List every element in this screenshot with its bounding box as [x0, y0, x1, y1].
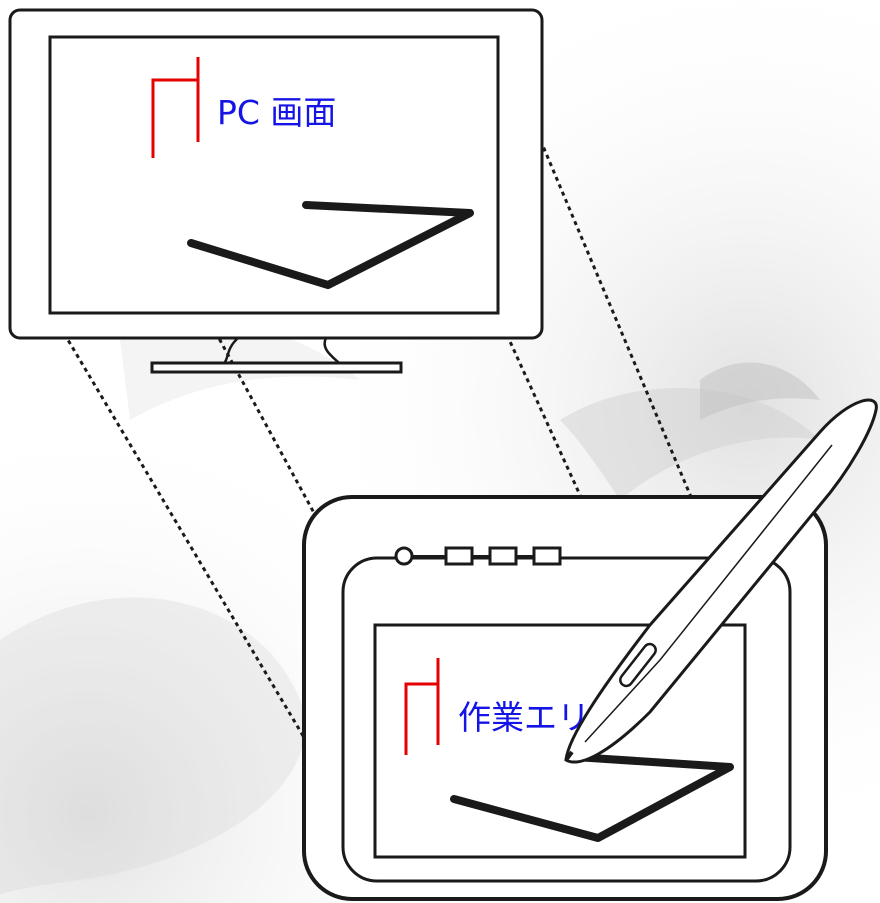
pen-body	[564, 398, 878, 764]
monitor-screen	[48, 35, 500, 315]
pc-monitor	[8, 8, 544, 374]
monitor-stand	[150, 361, 403, 374]
stylus-pen	[564, 398, 878, 764]
screen-stroke	[187, 201, 474, 289]
pen-inner-contour	[584, 444, 833, 743]
tablet-stroke	[450, 753, 734, 842]
pen-side-switch[interactable]	[618, 642, 658, 689]
tablet-express-key-1[interactable]	[444, 546, 474, 566]
monitor-bezel	[8, 8, 544, 340]
pc-screen-marker	[151, 57, 200, 158]
tablet-express-key-2[interactable]	[488, 546, 518, 566]
tablet-power-button[interactable]	[394, 546, 414, 566]
pc-screen-label: PC 画面	[217, 93, 336, 132]
tablet-express-key-3[interactable]	[532, 546, 562, 566]
work-area-marker	[404, 658, 440, 755]
pen-tip	[564, 750, 574, 762]
projection-line-bottom-left	[50, 312, 377, 858]
